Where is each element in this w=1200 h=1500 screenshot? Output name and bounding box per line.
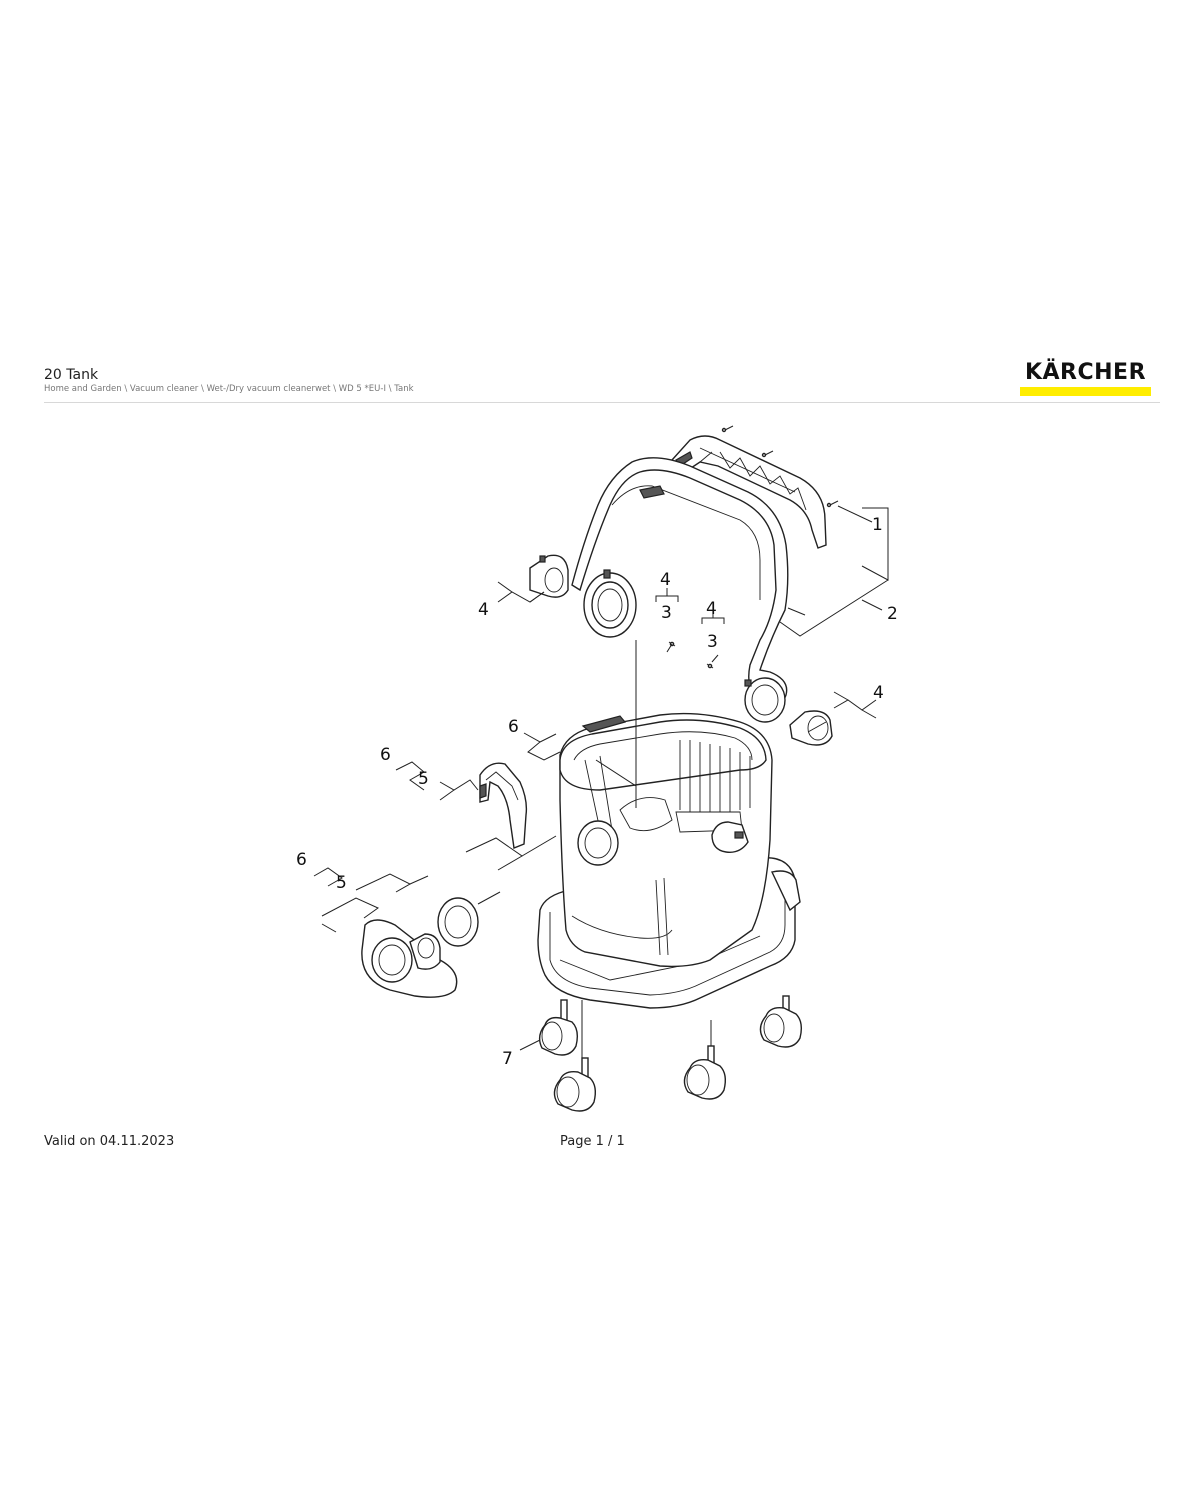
callout-1: 1 [872,515,883,535]
callout-5-middle: 5 [418,769,429,789]
callout-6-upper: 6 [508,717,519,737]
page-number: Page 1 / 1 [560,1134,625,1149]
callout-6-middle: 6 [380,745,391,765]
callout-6-lower: 6 [296,850,307,870]
callout-labels: 1 2 4 3 4 3 4 4 6 6 5 6 5 7 [296,515,898,1069]
castor-wheel-1 [538,999,579,1056]
page-header: 20 Tank Home and Garden \ Vacuum cleaner… [44,365,1160,403]
castor-wheel-parts [538,995,803,1112]
callout-2: 2 [887,604,898,624]
handle-grip-part [670,435,827,549]
logo-yellow-bar [1020,387,1151,396]
callout-3-middle-left: 3 [661,603,672,623]
ring-seal-part [437,897,479,947]
inlet-cover-part [361,919,458,998]
handle-frame-part [571,457,789,723]
axle-cap-right-part [789,710,833,746]
castor-wheel-2 [553,1057,597,1112]
castor-wheel-4 [759,995,803,1048]
callout-4-middle-right: 4 [706,599,717,619]
axle-cap-left-part [529,554,569,598]
page-title: 20 Tank [44,367,99,383]
callout-3-middle-right: 3 [707,632,718,652]
breadcrumb: Home and Garden \ Vacuum cleaner \ Wet-/… [44,384,414,394]
screw-parts [721,425,839,508]
leader-lines [313,505,889,1060]
callout-4-middle-left: 4 [660,570,671,590]
karcher-logo: KÄRCHER [1020,360,1151,398]
header-divider [44,402,1160,403]
pin-parts [668,641,714,669]
castor-wheel-3 [683,1045,727,1100]
bracket-clip-part [479,762,528,849]
callout-4-left: 4 [478,600,489,620]
callout-5-lower: 5 [336,873,347,893]
callout-7: 7 [502,1049,513,1069]
exploded-parts-diagram: 1 2 4 3 4 3 4 4 6 6 5 6 5 7 [296,425,898,1112]
logo-wordmark: KÄRCHER [1024,360,1147,385]
callout-4-right: 4 [873,683,884,703]
tank-body-part [537,712,801,1009]
valid-date: Valid on 04.11.2023 [44,1134,175,1149]
